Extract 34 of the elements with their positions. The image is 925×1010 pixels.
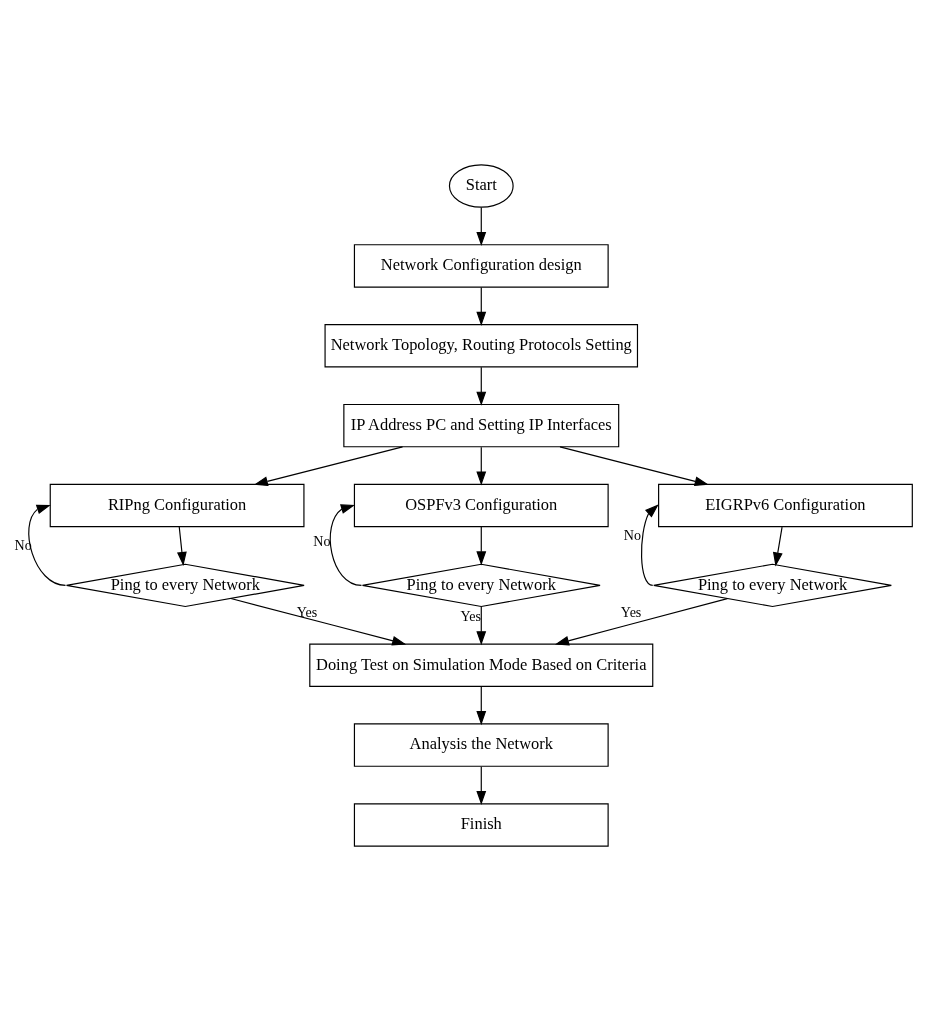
node-box: Doing Test on Simulation Mode Based on Criteria: [308, 643, 653, 687]
arrow: [475, 525, 486, 565]
arrow: [475, 286, 486, 326]
arrow: [475, 605, 486, 645]
node-diamond: Ping to every Network: [361, 563, 601, 607]
node-box: Finish: [353, 802, 609, 847]
arrow: [558, 445, 709, 486]
node-box: Analysis the Network: [353, 722, 609, 767]
arrow: [176, 525, 187, 566]
arrow: [640, 503, 659, 586]
arrow: [475, 366, 486, 406]
node-ellipse: Start: [448, 163, 514, 208]
edge-label: No: [623, 526, 641, 543]
node-box: RIPng Configuration: [49, 483, 304, 527]
arrow: [253, 445, 403, 486]
edge-label: Yes: [459, 607, 481, 624]
arrow: [329, 503, 362, 586]
arrow: [475, 765, 486, 805]
node-box: EIGRPv6 Configuration: [657, 483, 913, 527]
arrow: [772, 525, 783, 566]
edge-label: Yes: [620, 603, 641, 620]
node-box: OSPFv3 Configuration: [353, 483, 609, 527]
arrow: [229, 597, 406, 646]
node-box: IP Address PC and Setting IP Interfaces: [342, 403, 619, 447]
arrow: [554, 597, 728, 646]
node-box: Network Configuration design: [353, 243, 609, 288]
node-diamond: Ping to every Network: [652, 563, 892, 607]
node-diamond: Ping to every Network: [65, 563, 305, 607]
arrow: [475, 446, 486, 486]
arrow: [475, 206, 486, 246]
edge-label: No: [312, 532, 331, 549]
arrow: [475, 685, 486, 725]
arrow: [27, 504, 66, 586]
node-box: Network Topology, Routing Protocols Setting: [324, 323, 638, 367]
